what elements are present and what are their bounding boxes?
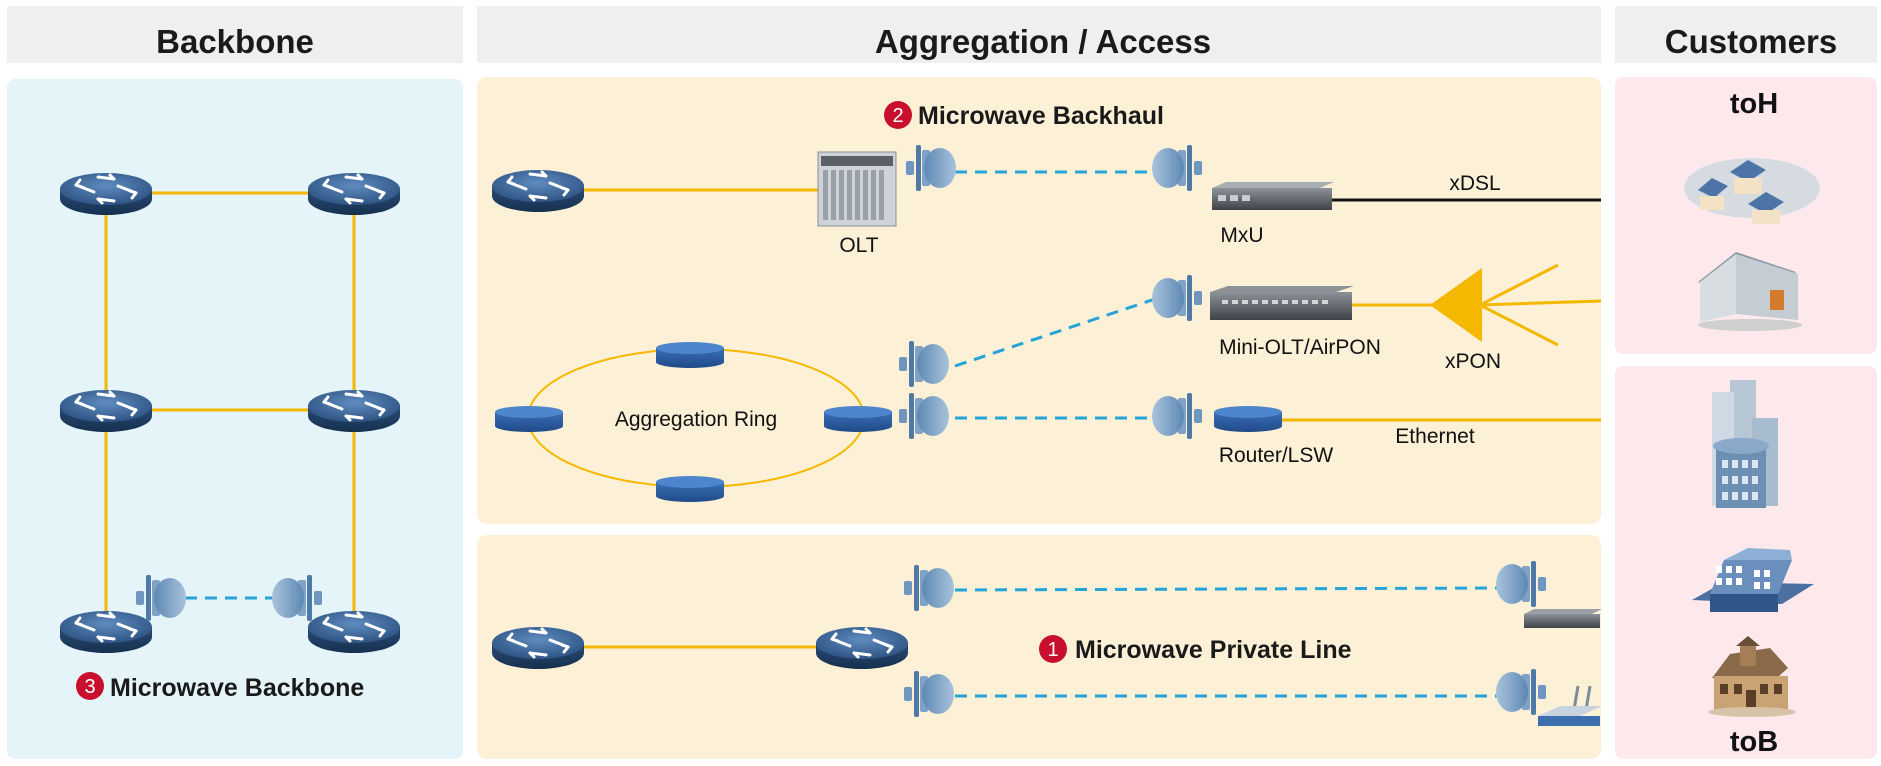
- mini-olt-icon: [1210, 286, 1354, 320]
- header-customers: Customers: [1615, 6, 1877, 63]
- router-icon: [306, 609, 402, 655]
- svg-text:1: 1: [1047, 639, 1058, 661]
- private-line-panel: [477, 535, 1601, 759]
- router-icon: [490, 625, 586, 671]
- xdsl-label: xDSL: [1449, 172, 1500, 195]
- router-icon: [814, 625, 910, 671]
- header-backbone: Backbone: [7, 6, 463, 63]
- private-line-microwave-links: [954, 586, 1501, 698]
- backhaul-title: 2 Microwave Backhaul: [884, 101, 1164, 130]
- router-icon: [58, 171, 154, 217]
- badge-3: [76, 672, 104, 700]
- wifi-router-icon: [1538, 685, 1602, 726]
- router-lsw-label: Router/LSW: [1219, 444, 1334, 467]
- pon-splitter-icon: [1430, 268, 1482, 342]
- header-aggregation-label: Aggregation / Access: [875, 23, 1211, 60]
- to-home-label: toH: [1730, 88, 1778, 120]
- olt-label: OLT: [839, 234, 878, 257]
- badge-2: [884, 101, 912, 129]
- router-icon: [306, 171, 402, 217]
- olt-chassis-icon: [817, 151, 897, 227]
- enterprise-building-icon: [1692, 548, 1814, 612]
- header-backbone-label: Backbone: [156, 23, 314, 60]
- aggregation-node-icon: [495, 406, 563, 432]
- header-customers-label: Customers: [1665, 23, 1837, 60]
- badge-1: [1039, 635, 1067, 663]
- mini-olt-label: Mini-OLT/AirPON: [1219, 336, 1381, 359]
- houses-icon: [1684, 158, 1820, 224]
- to-business-label: toB: [1730, 726, 1778, 758]
- backhaul-panel: [477, 77, 1601, 524]
- switch-icon: [1524, 609, 1602, 628]
- backbone-panel: [7, 79, 463, 759]
- svg-text:3: 3: [84, 676, 95, 698]
- backbone-title-label: Microwave Backbone: [110, 674, 364, 702]
- mxu-icon: [1212, 182, 1334, 210]
- header-aggregation: Aggregation / Access: [477, 6, 1601, 63]
- router-icon: [58, 609, 154, 655]
- aggregation-ring-label: Aggregation Ring: [615, 408, 777, 431]
- router-icon: [306, 388, 402, 434]
- private-line-title: 1 Microwave Private Line: [1039, 635, 1352, 664]
- mxu-label: MxU: [1220, 224, 1263, 247]
- router-lsw-icon: [1214, 406, 1282, 432]
- aggregation-node-icon: [656, 342, 724, 368]
- backbone-title: 3 Microwave Backbone: [76, 672, 364, 702]
- backhaul-microwave-links: [954, 170, 1159, 420]
- svg-text:2: 2: [892, 105, 903, 127]
- private-line-title-label: Microwave Private Line: [1075, 636, 1352, 664]
- aggregation-node-icon: [824, 406, 892, 432]
- villa-icon: [1708, 636, 1796, 717]
- building-icon: [1712, 380, 1778, 508]
- router-icon: [58, 388, 154, 434]
- xpon-label: xPON: [1445, 350, 1501, 373]
- ethernet-label: Ethernet: [1395, 425, 1475, 448]
- router-icon: [490, 168, 586, 214]
- backhaul-title-label: Microwave Backhaul: [918, 102, 1164, 130]
- house-icon: [1698, 252, 1802, 331]
- aggregation-node-icon: [656, 476, 724, 502]
